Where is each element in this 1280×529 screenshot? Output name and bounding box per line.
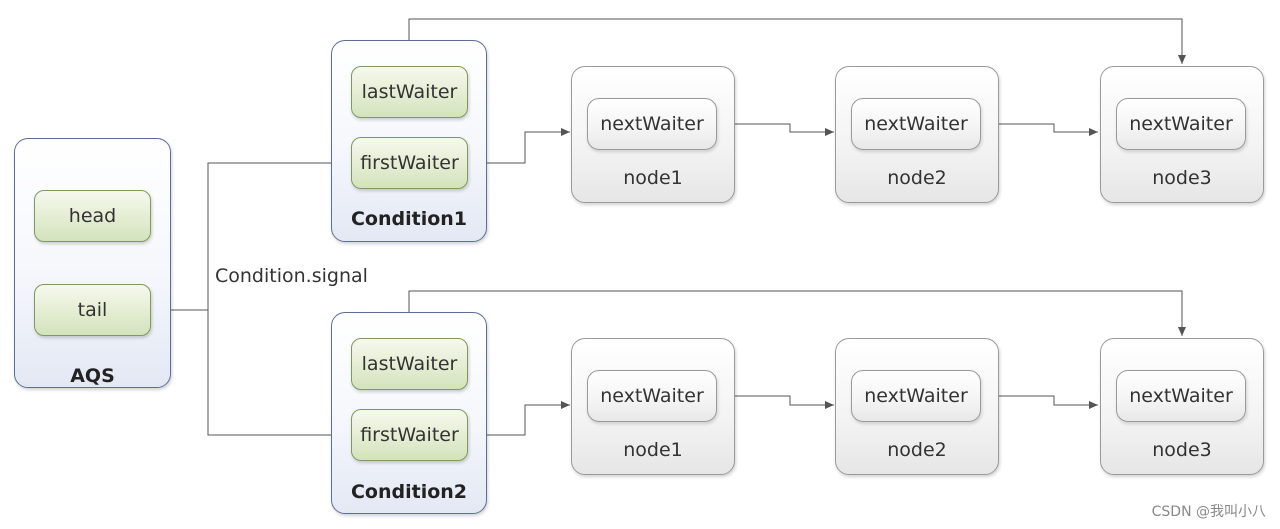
c2-lastwaiter-to-node3-arrow — [408, 290, 1186, 338]
condition1-node2: nextWaiter node2 — [835, 66, 999, 203]
condition1-node1-nextwaiter: nextWaiter — [587, 98, 717, 150]
aqs-container: AQS — [14, 138, 171, 388]
condition1-node3: nextWaiter node3 — [1100, 66, 1264, 203]
aqs-title: AQS — [70, 365, 115, 387]
signal-c2-line — [207, 310, 351, 436]
signal-label: Condition.signal — [215, 265, 368, 287]
c1-firstwaiter-to-node1-arrow — [468, 128, 570, 164]
condition1-node3-nextwaiter: nextWaiter — [1116, 98, 1246, 150]
condition2-node3: nextWaiter node3 — [1100, 338, 1264, 475]
c2-node1-to-node2-arrow — [716, 395, 834, 409]
c2-firstwaiter-to-node1-arrow — [468, 401, 570, 436]
c1-lastwaiter-to-node3-arrow — [408, 18, 1186, 66]
c1-node1-to-node2-arrow — [716, 123, 834, 136]
aqs-head-field: head — [34, 190, 151, 242]
aqs-tail-field: tail — [34, 284, 151, 336]
condition2-node2: nextWaiter node2 — [835, 338, 999, 475]
condition1-node1: nextWaiter node1 — [571, 66, 735, 203]
condition1-node2-nextwaiter: nextWaiter — [851, 98, 981, 150]
condition2-node1: nextWaiter node1 — [571, 338, 735, 475]
condition2-lastwaiter-field: lastWaiter — [351, 338, 468, 390]
condition2-node3-nextwaiter: nextWaiter — [1116, 370, 1246, 422]
condition1-node3-label: node3 — [1152, 167, 1212, 189]
condition2-node1-label: node1 — [623, 439, 683, 461]
watermark: CSDN @我叫小八 — [1151, 504, 1266, 520]
condition1-node1-label: node1 — [623, 167, 683, 189]
condition2-node2-nextwaiter: nextWaiter — [851, 370, 981, 422]
condition2-firstwaiter-field: firstWaiter — [351, 409, 468, 461]
condition2-node2-label: node2 — [887, 439, 947, 461]
condition1-title: Condition1 — [350, 208, 468, 230]
signal-c1-line — [207, 162, 351, 310]
c2-node2-to-node3-arrow — [980, 395, 1098, 409]
condition2-node3-label: node3 — [1152, 439, 1212, 461]
condition2-node1-nextwaiter: nextWaiter — [587, 370, 717, 422]
condition1-lastwaiter-field: lastWaiter — [351, 66, 468, 118]
condition1-firstwaiter-field: firstWaiter — [351, 137, 468, 189]
condition1-node2-label: node2 — [887, 167, 947, 189]
c1-node2-to-node3-arrow — [980, 123, 1098, 136]
condition2-title: Condition2 — [350, 481, 468, 503]
